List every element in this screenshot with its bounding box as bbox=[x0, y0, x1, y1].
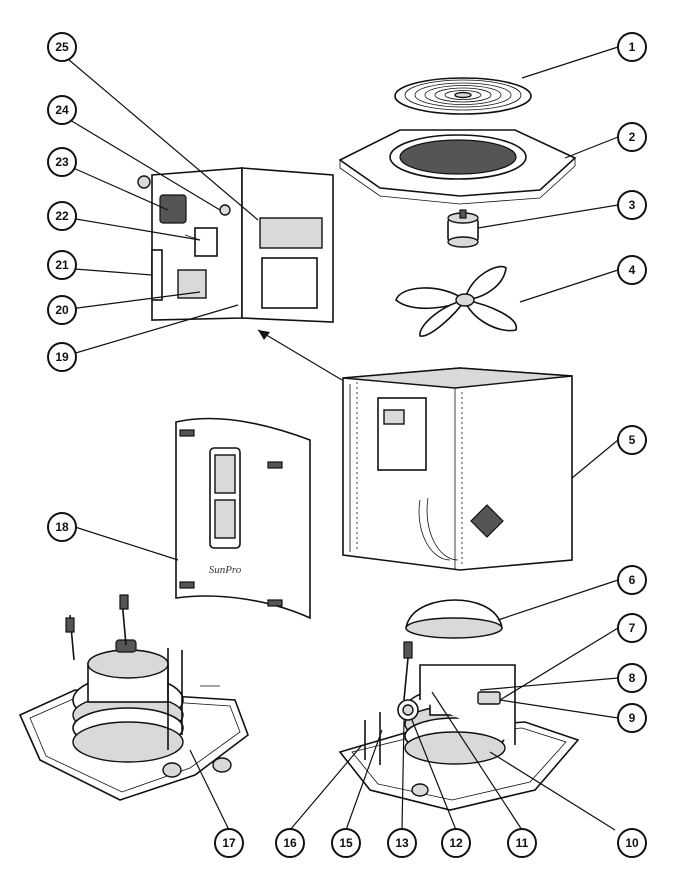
callout-25: 25 bbox=[47, 32, 77, 62]
svg-text:10: 10 bbox=[625, 836, 639, 850]
callout-21: 21 bbox=[47, 250, 77, 280]
callout-4: 4 bbox=[617, 255, 647, 285]
callout-13: 13 bbox=[387, 828, 417, 858]
svg-text:17: 17 bbox=[222, 836, 236, 850]
callout-5: 5 bbox=[617, 425, 647, 455]
svg-text:18: 18 bbox=[55, 520, 69, 534]
svg-text:9: 9 bbox=[629, 711, 636, 725]
svg-text:1: 1 bbox=[629, 40, 636, 54]
top-panel bbox=[338, 129, 577, 205]
svg-text:7: 7 bbox=[629, 621, 636, 635]
svg-text:12: 12 bbox=[449, 836, 463, 850]
svg-text:2: 2 bbox=[629, 130, 636, 144]
callout-24: 24 bbox=[47, 95, 77, 125]
svg-text:6: 6 bbox=[629, 573, 636, 587]
control-panel-box bbox=[137, 167, 334, 323]
callout-1: 1 bbox=[617, 32, 647, 62]
svg-text:3: 3 bbox=[629, 198, 636, 212]
callout-16: 16 bbox=[275, 828, 305, 858]
svg-text:11: 11 bbox=[516, 836, 529, 850]
svg-text:25: 25 bbox=[55, 40, 69, 54]
svg-text:16: 16 bbox=[283, 836, 297, 850]
svg-text:24: 24 bbox=[55, 103, 69, 117]
fan-blade bbox=[395, 265, 517, 337]
svg-text:13: 13 bbox=[395, 836, 409, 850]
front-access-panel: SunPro bbox=[175, 417, 311, 620]
callout-23: 23 bbox=[47, 147, 77, 177]
svg-text:20: 20 bbox=[55, 303, 69, 317]
callout-11: 11 bbox=[507, 828, 537, 858]
callout-8: 8 bbox=[617, 663, 647, 693]
callout-22: 22 bbox=[47, 201, 77, 231]
callout-9: 9 bbox=[617, 703, 647, 733]
svg-text:5: 5 bbox=[629, 433, 636, 447]
callout-19: 19 bbox=[47, 342, 77, 372]
leader-lines bbox=[61, 46, 619, 831]
callout-20: 20 bbox=[47, 295, 77, 325]
callout-6: 6 bbox=[617, 565, 647, 595]
svg-text:4: 4 bbox=[629, 263, 636, 277]
callout-15: 15 bbox=[331, 828, 361, 858]
callout-18: 18 bbox=[47, 512, 77, 542]
cabinet-with-evaporator bbox=[342, 367, 573, 571]
callout-2: 2 bbox=[617, 122, 647, 152]
svg-text:15: 15 bbox=[339, 836, 353, 850]
base-pan-assembly-left bbox=[18, 594, 249, 801]
fan-guard-grille bbox=[394, 77, 532, 115]
brand-logo-text: SunPro bbox=[209, 564, 242, 576]
fan-motor bbox=[447, 209, 479, 248]
svg-text:21: 21 bbox=[55, 258, 69, 272]
callout-17: 17 bbox=[214, 828, 244, 858]
svg-text:19: 19 bbox=[55, 350, 69, 364]
callout-3: 3 bbox=[617, 190, 647, 220]
callout-7: 7 bbox=[617, 613, 647, 643]
callout-12: 12 bbox=[441, 828, 471, 858]
svg-text:22: 22 bbox=[55, 209, 69, 223]
callout-10: 10 bbox=[617, 828, 647, 858]
svg-text:23: 23 bbox=[55, 155, 69, 169]
base-pan-assembly-right bbox=[338, 641, 580, 811]
compressor-top-cover bbox=[405, 599, 503, 639]
svg-text:8: 8 bbox=[629, 671, 636, 685]
